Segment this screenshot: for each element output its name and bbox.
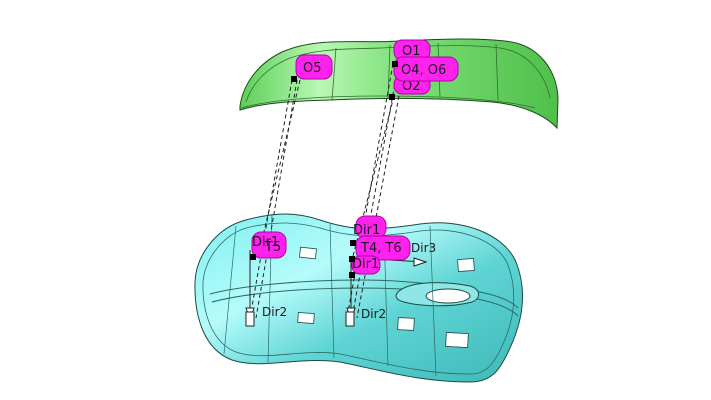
tag-dir1-left[interactable]: Dir1 T5 — [251, 231, 287, 259]
connection-line — [255, 79, 298, 319]
opening — [445, 332, 469, 348]
tag-dir1-right-top-label: Dir1 — [353, 223, 380, 238]
tag-o1-anchor — [392, 61, 398, 67]
dir2-right-label: Dir2 — [361, 307, 386, 321]
tag-dir1-anchor — [349, 272, 355, 278]
upper-part-bottom-edge — [240, 95, 536, 109]
tag-o1[interactable]: O1 — [393, 39, 431, 61]
tag-o1-label: O1 — [402, 44, 421, 59]
lower-part-seam — [329, 223, 335, 359]
connection-line — [249, 79, 293, 319]
tag-t4-anchor — [350, 240, 356, 246]
dir3-arrow-head — [413, 257, 428, 267]
tag-dir1-right-top[interactable]: Dir1 — [353, 215, 387, 239]
tag-o4-o6-label: O4, O6 — [401, 63, 446, 78]
lower-part-channel — [209, 279, 519, 309]
tag-o2-anchor — [389, 94, 395, 100]
lower-part-seam — [429, 225, 437, 377]
tag-o5-label: O5 — [303, 61, 322, 76]
tag-dir1-right-bottom[interactable]: Dir1 — [351, 255, 381, 275]
tag-o5-anchor — [291, 76, 297, 82]
opening — [397, 317, 415, 331]
tag-o4-o6[interactable]: O4, O6 — [393, 56, 459, 82]
dir3-label: Dir3 — [411, 241, 436, 255]
opening — [299, 246, 317, 260]
connection-line — [346, 63, 394, 319]
upper-part-seam-1 — [331, 47, 337, 101]
dir2-right-base — [345, 311, 355, 327]
lower-part-hole — [425, 288, 471, 304]
tag-t6-anchor — [349, 256, 355, 262]
upper-part-seam-2 — [387, 44, 391, 99]
tag-dir1-right-bottom-label: Dir1 — [352, 257, 379, 272]
tag-o2-label: O2 — [402, 79, 421, 94]
connection-line — [356, 95, 400, 319]
tag-t4-t6[interactable]: T4, T6 — [355, 235, 411, 261]
opening — [297, 312, 315, 324]
dir2-left-base — [245, 311, 255, 327]
tag-t5-anchor — [250, 254, 256, 260]
tag-o5[interactable]: O5 — [295, 54, 333, 80]
lower-part-seam — [223, 225, 237, 355]
dir2-left-label: Dir2 — [262, 305, 287, 319]
connection-line — [351, 77, 397, 319]
tag-t5-label: T5 — [264, 240, 281, 255]
tag-dir1-left-label: Dir1 — [252, 235, 279, 250]
opening — [457, 258, 475, 272]
upper-part-seam-4 — [495, 43, 499, 101]
tag-t4-t6-label: T4, T6 — [360, 241, 402, 256]
lower-part-rim — [202, 222, 515, 375]
